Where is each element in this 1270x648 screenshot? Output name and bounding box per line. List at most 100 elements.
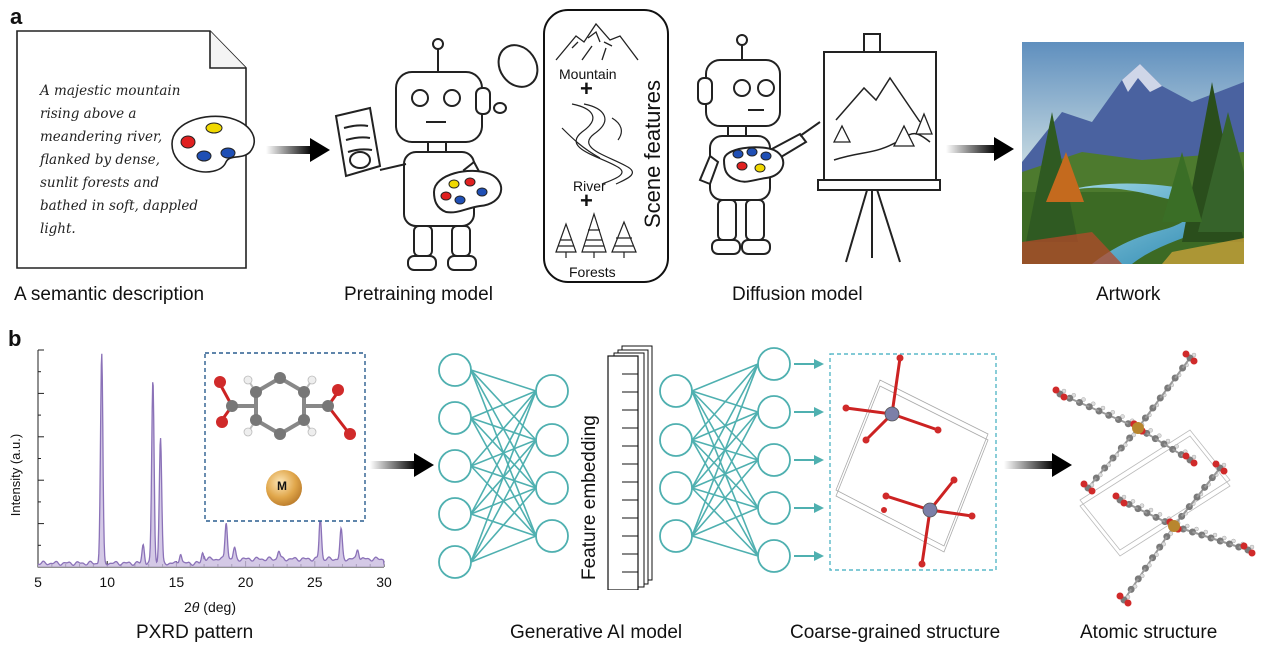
x-tick-label: 10 xyxy=(99,574,115,590)
hydrogen-atom xyxy=(1161,541,1166,547)
connection xyxy=(691,363,759,441)
connection xyxy=(470,390,537,563)
oxygen-atom xyxy=(1116,592,1124,600)
description-line: flanked by dense, xyxy=(40,152,160,168)
hydrogen-atom xyxy=(1139,503,1145,508)
diffusion-robot-icon xyxy=(697,33,941,263)
hydrogen-atom xyxy=(1121,494,1127,500)
network-node xyxy=(438,497,472,531)
oxygen-atom xyxy=(1240,542,1248,550)
caption-semantic-description: A semantic description xyxy=(14,284,205,305)
description-line: bathed in soft, dappled xyxy=(40,198,199,214)
network-node xyxy=(757,347,791,381)
connection xyxy=(691,411,759,537)
hydrogen-atom xyxy=(1120,414,1125,419)
forest-icon xyxy=(555,212,637,258)
plus-sign: + xyxy=(580,188,593,213)
description-line: A majestic mountain xyxy=(40,83,181,99)
connection xyxy=(691,363,759,489)
x-tick-label: 25 xyxy=(307,574,323,590)
scene-features-box xyxy=(543,9,669,283)
connection xyxy=(691,535,759,557)
metal-node-icon xyxy=(266,470,302,506)
output-arrowhead xyxy=(814,359,824,369)
hydrogen-atom xyxy=(1091,401,1096,406)
network-node xyxy=(535,374,569,408)
network-node xyxy=(535,471,569,505)
oxygen-atom xyxy=(1220,467,1228,475)
caption-artwork: Artwork xyxy=(1096,284,1161,305)
hydrogen-atom xyxy=(1191,454,1197,460)
hydrogen-atom xyxy=(1249,544,1255,550)
network-node xyxy=(535,423,569,457)
pxrd-pattern-line xyxy=(37,353,385,566)
feature-embedding-stack xyxy=(607,345,653,590)
hydrogen-atom xyxy=(1130,499,1136,504)
paper-sheet-icon xyxy=(16,30,247,269)
paint-palette-icon xyxy=(171,115,255,173)
network-node xyxy=(535,519,569,553)
caption-diffusion-model: Diffusion model xyxy=(732,284,863,305)
hydrogen-atom xyxy=(1194,526,1199,532)
hydrogen-atom xyxy=(1157,433,1162,438)
output-arrowhead xyxy=(814,551,824,561)
hydrogen-atom xyxy=(1231,538,1236,544)
description-line: rising above a xyxy=(40,106,137,122)
x-axis-label-prefix: 2 xyxy=(184,599,192,615)
description-line: light. xyxy=(40,221,76,237)
connection xyxy=(470,390,537,419)
hydrogen-atom xyxy=(1081,397,1086,402)
network-node xyxy=(438,545,472,579)
connection xyxy=(470,390,537,467)
oxygen-atom xyxy=(1248,549,1256,557)
network-node xyxy=(757,539,791,573)
oxygen-atom xyxy=(1124,599,1132,607)
caption-pretraining-model: Pretraining model xyxy=(344,284,493,305)
hydrogen-atom xyxy=(1089,482,1095,488)
hydrogen-atom xyxy=(1174,444,1179,449)
hydrogen-atom xyxy=(1123,442,1128,448)
caption-pxrd-pattern: PXRD pattern xyxy=(136,622,254,643)
x-tick-label: 30 xyxy=(376,574,392,590)
panel-b-label: b xyxy=(8,326,22,351)
connection xyxy=(470,369,537,392)
oxygen-atom xyxy=(1212,460,1220,468)
hydrogen-atom xyxy=(1148,428,1153,433)
x-axis-label-suffix: (deg) xyxy=(199,599,236,615)
hydrogen-atom xyxy=(1098,472,1103,478)
network-node xyxy=(438,401,472,435)
hydrogen-atom xyxy=(1140,573,1145,579)
carbon-atom xyxy=(1134,505,1142,513)
caption-generative-ai-model: Generative AI model xyxy=(510,622,683,643)
x-tick-label: 15 xyxy=(169,574,185,590)
y-axis-label: Intensity (a.u.) xyxy=(8,434,23,516)
hydrogen-atom xyxy=(1125,594,1131,600)
caption-atomic-structure: Atomic structure xyxy=(1080,622,1218,643)
hydrogen-atom xyxy=(1203,529,1208,535)
output-arrowhead xyxy=(814,503,824,513)
network-node xyxy=(659,374,693,408)
description-text: A majestic mountain rising above a meand… xyxy=(40,80,210,241)
oxygen-atom xyxy=(1182,452,1190,460)
hydrogen-atom xyxy=(1131,432,1136,438)
x-tick-label: 20 xyxy=(238,574,254,590)
pretraining-robot-icon xyxy=(334,38,539,271)
description-line: meandering river, xyxy=(40,129,163,145)
linker-inset xyxy=(204,352,366,522)
network-node xyxy=(757,443,791,477)
hydrogen-atom xyxy=(1212,532,1218,538)
oxygen-atom xyxy=(1190,459,1198,467)
hydrogen-atom xyxy=(1168,531,1174,536)
coarse-grained-structure xyxy=(829,353,997,571)
network-node xyxy=(438,449,472,483)
oxygen-atom xyxy=(1112,492,1120,500)
arrow-right-icon xyxy=(370,453,434,477)
hydrogen-atom xyxy=(1148,507,1154,513)
network-node xyxy=(659,519,693,553)
oxygen-atom xyxy=(1088,487,1096,495)
network-node xyxy=(757,491,791,525)
hydrogen-atom xyxy=(1222,535,1227,541)
oxygen-atom xyxy=(1120,499,1128,507)
hydrogen-atom xyxy=(1106,462,1111,468)
river-label: River xyxy=(573,178,606,194)
